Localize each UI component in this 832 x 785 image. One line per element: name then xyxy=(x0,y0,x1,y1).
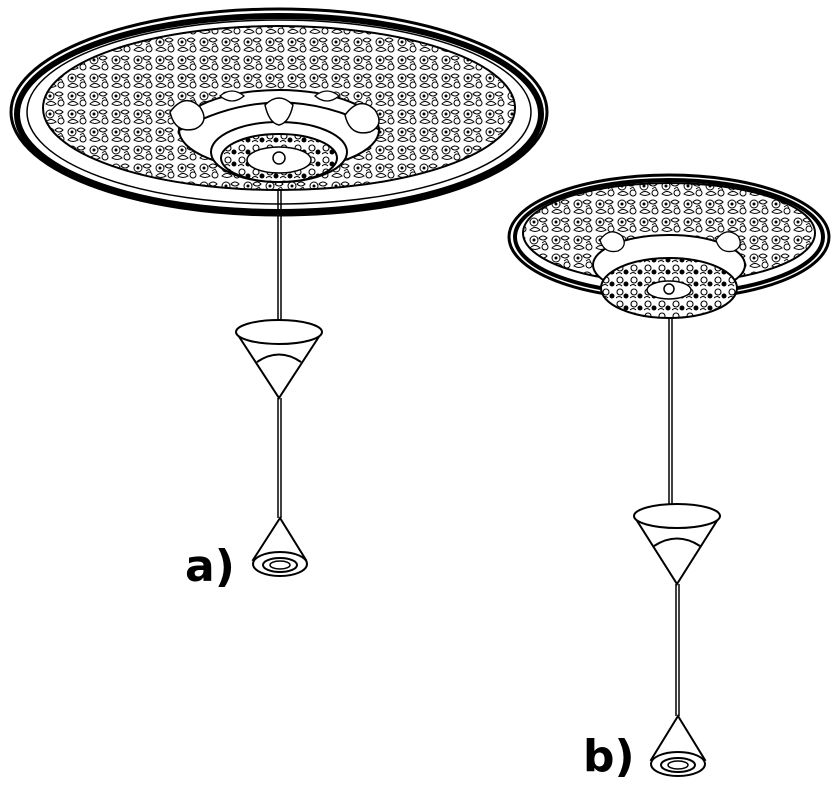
ceiling-rose-a xyxy=(9,7,549,217)
cable-a-lower xyxy=(277,398,282,518)
label-b: b) xyxy=(583,731,635,782)
ceiling-rose-b xyxy=(507,173,831,319)
cable-b-lower xyxy=(675,584,680,716)
pendant-head-a xyxy=(251,516,308,577)
cable-a-upper xyxy=(277,190,282,322)
lamp-a xyxy=(9,7,549,577)
canopy-cone-a xyxy=(235,319,323,400)
label-a: a) xyxy=(185,541,235,592)
lamp-b xyxy=(507,173,831,777)
canopy-cone-b xyxy=(633,503,721,586)
pendant-head-b xyxy=(649,714,707,777)
cable-b-upper xyxy=(668,318,673,515)
